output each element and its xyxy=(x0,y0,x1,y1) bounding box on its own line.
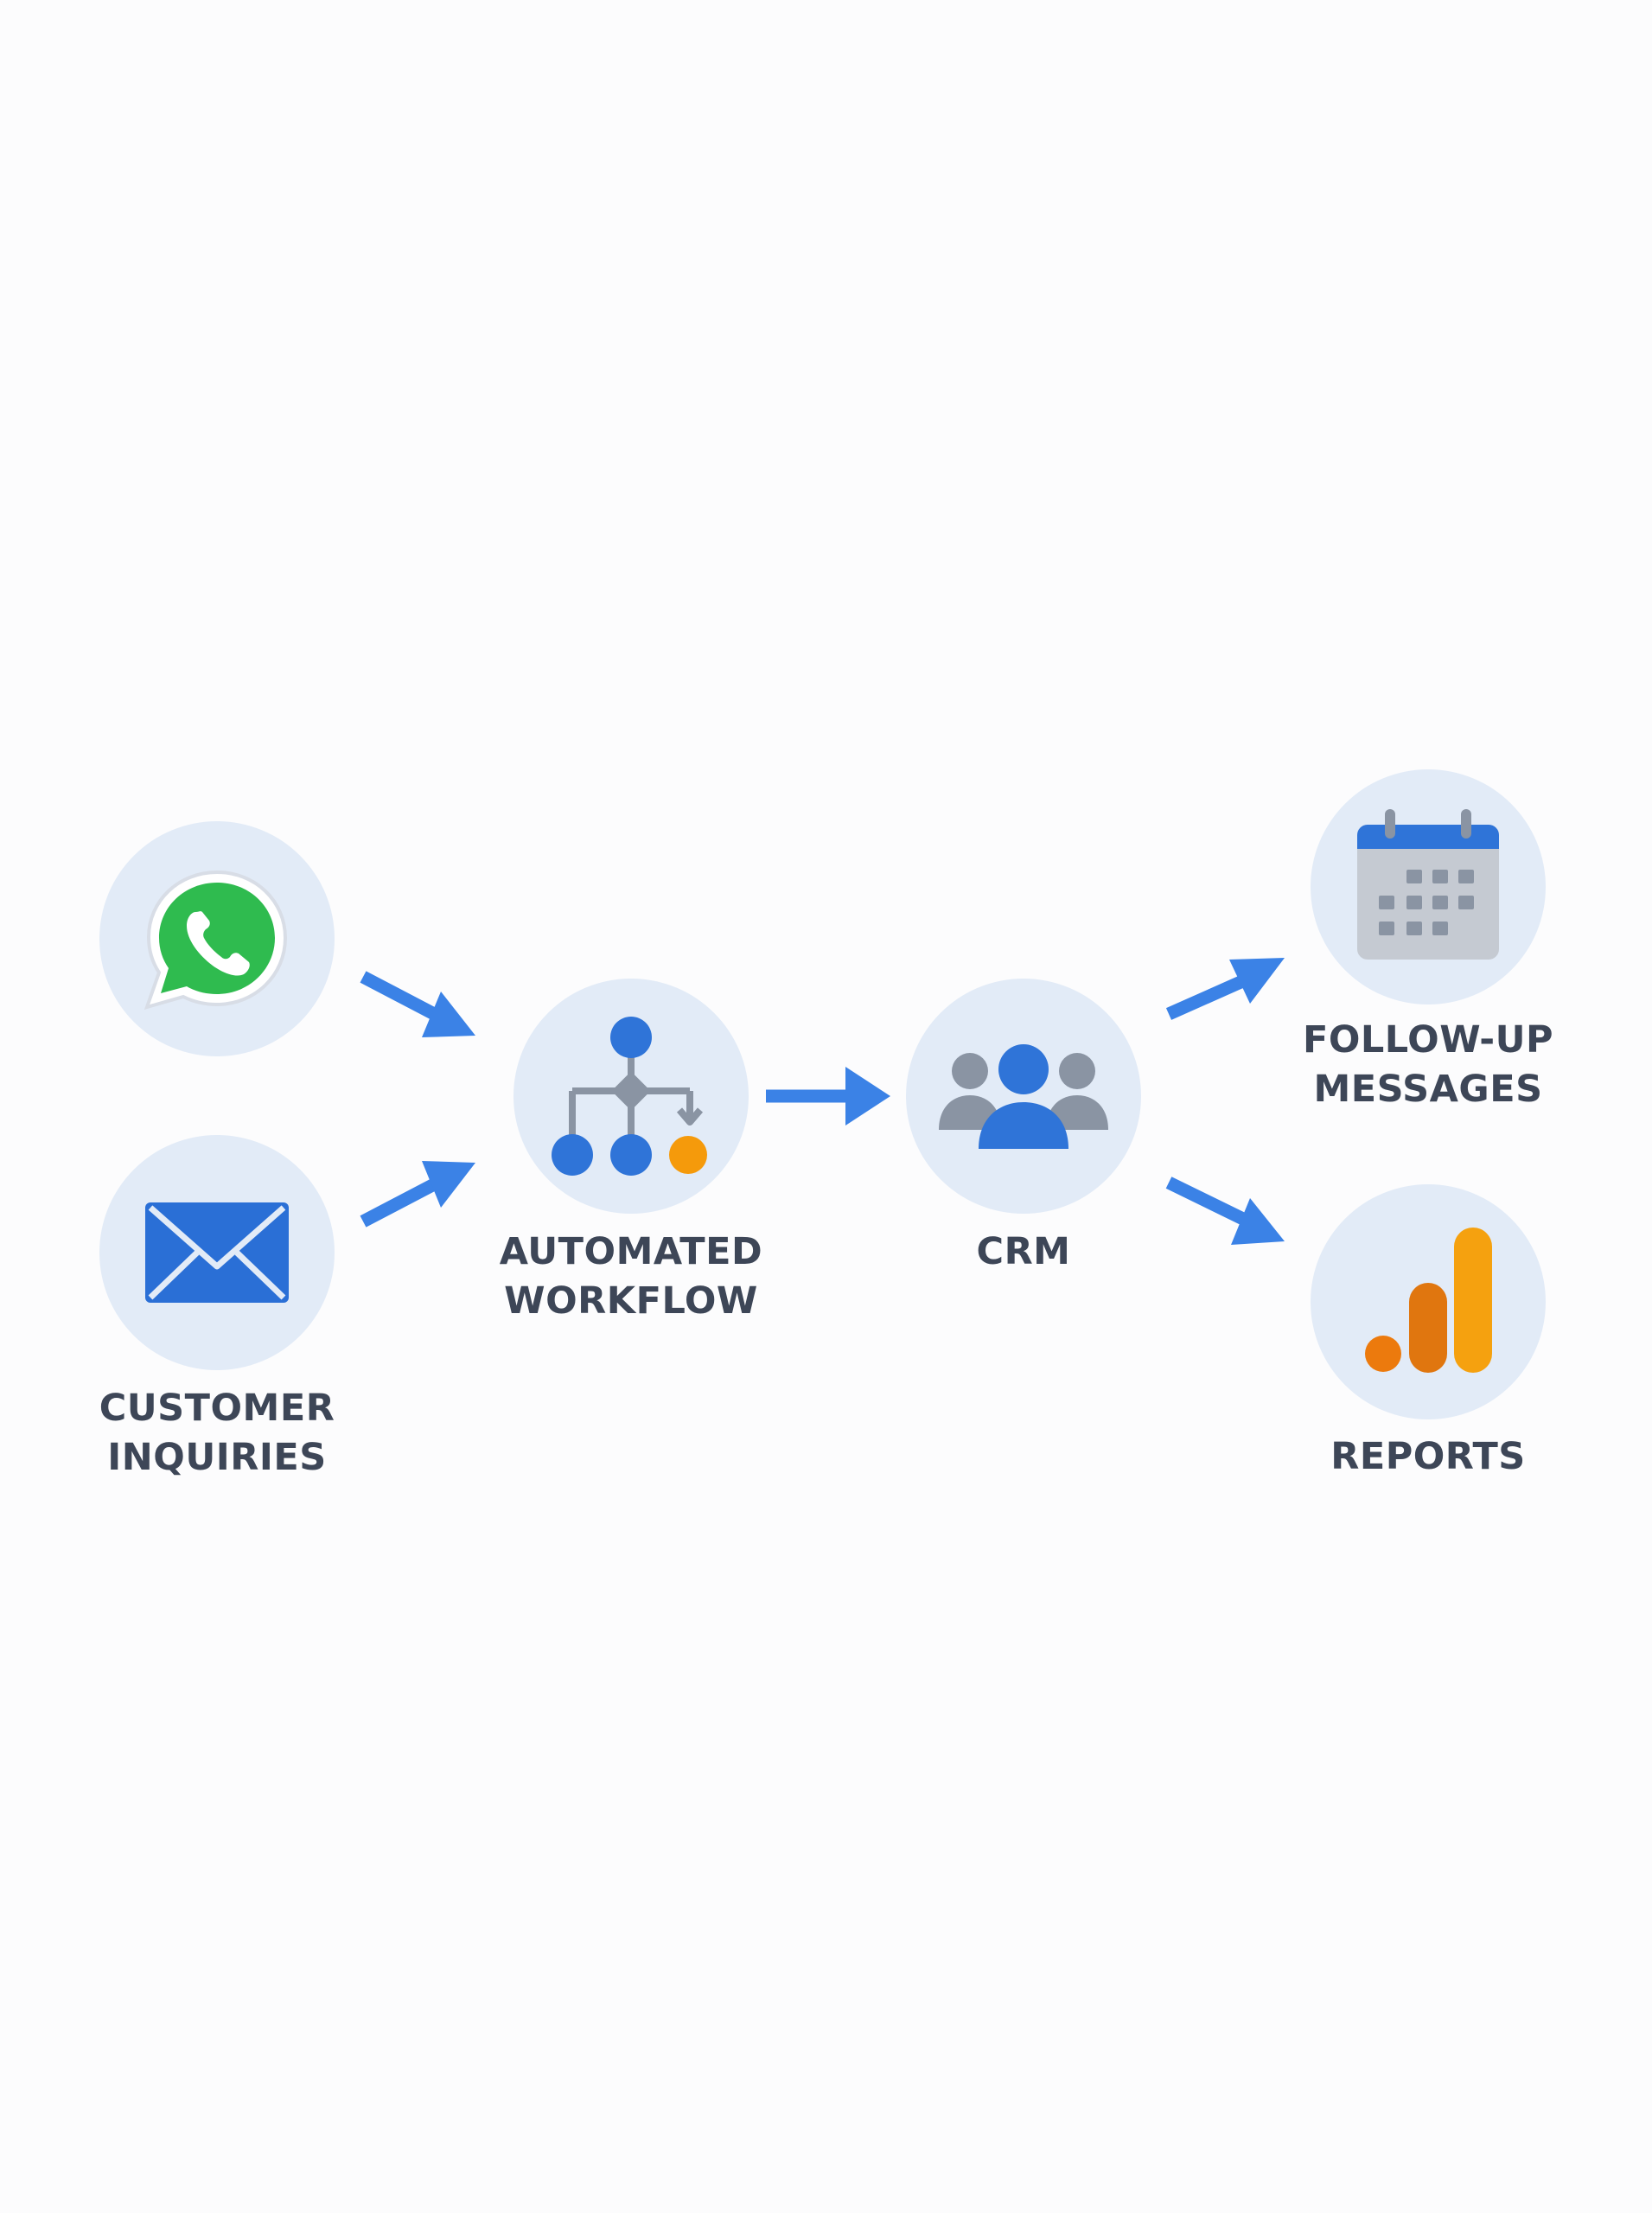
arrow-email-to-workflow xyxy=(360,1161,475,1228)
arrow-whatsapp-to-workflow xyxy=(360,971,475,1037)
automated-workflow-label: AUTOMATED WORKFLOW xyxy=(500,1228,762,1326)
whatsapp-icon xyxy=(144,870,288,1010)
crm-node xyxy=(906,979,1141,1214)
follow-up-messages-line2: MESSAGES xyxy=(1313,1068,1543,1111)
crm-label: CRM xyxy=(977,1228,1071,1277)
customer-inquiries-label: CUSTOMER INQUIRIES xyxy=(99,1384,335,1483)
reports-line1: REPORTS xyxy=(1330,1435,1526,1478)
automated-workflow-line2: WORKFLOW xyxy=(504,1279,758,1323)
reports-label: REPORTS xyxy=(1330,1432,1526,1482)
follow-up-messages-label: FOLLOW-UP MESSAGES xyxy=(1303,1016,1553,1114)
arrow-crm-to-reports xyxy=(1165,1177,1285,1245)
bar-chart-icon xyxy=(1365,1228,1492,1373)
people-group-icon xyxy=(939,1044,1108,1149)
calendar-icon xyxy=(1357,809,1499,960)
follow-up-messages-line1: FOLLOW-UP xyxy=(1302,1018,1554,1062)
arrow-crm-to-followup xyxy=(1165,958,1285,1020)
customer-inquiries-line1: CUSTOMER xyxy=(99,1387,335,1430)
arrow-workflow-to-crm xyxy=(766,1067,890,1126)
crm-line1: CRM xyxy=(976,1230,1071,1273)
workflow-icon xyxy=(552,1017,707,1176)
automated-workflow-line1: AUTOMATED xyxy=(499,1230,763,1273)
customer-inquiries-line2: INQUIRIES xyxy=(107,1436,327,1479)
envelope-icon xyxy=(145,1202,289,1303)
